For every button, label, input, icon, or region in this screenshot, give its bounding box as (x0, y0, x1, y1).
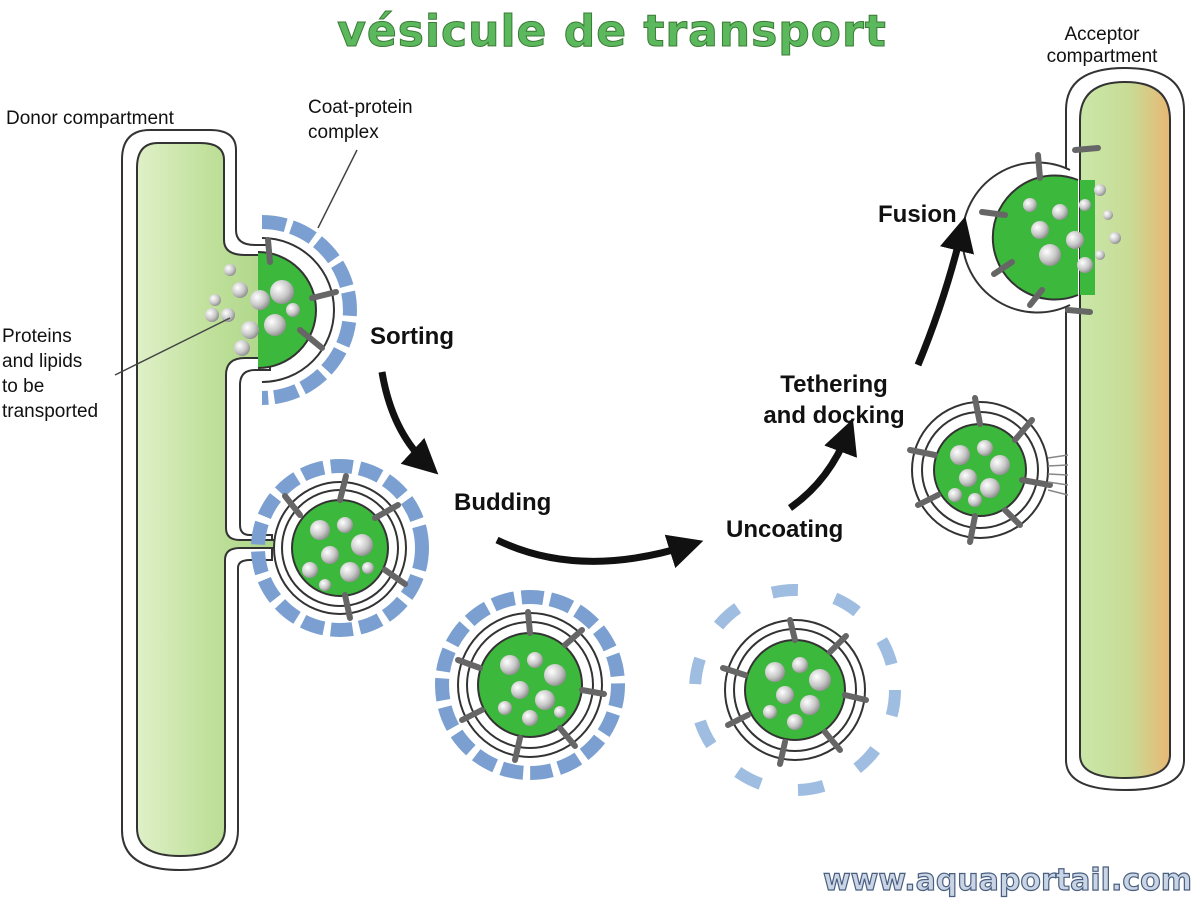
stage-tethering-line1: Tethering (780, 371, 888, 398)
acceptor-label-line2: compartment (1047, 46, 1159, 67)
acceptor-compartment (1065, 66, 1185, 792)
proteins-label-line4: transported (2, 401, 98, 422)
pointer-proteins-lipids (114, 317, 231, 376)
donor-compartment (121, 129, 286, 872)
arrow-tethering-to-fusion (914, 216, 975, 367)
proteins-label-line2: and lipids (2, 351, 82, 372)
stage-budding: Budding (454, 489, 551, 516)
arrow-budding-to-uncoating (495, 534, 704, 569)
docking-vesicle (907, 395, 1069, 545)
uncoating-vesicle (689, 584, 901, 796)
proteins-label-line3: to be (2, 376, 44, 397)
arrow-sorting-to-budding (378, 371, 439, 475)
stage-sorting: Sorting (370, 323, 454, 350)
stage-fusion: Fusion (878, 201, 957, 228)
stage-uncoating: Uncoating (726, 516, 843, 543)
coat-protein-label-line1: Coat-protein (308, 97, 413, 118)
acceptor-label-line1: Acceptor (1065, 24, 1141, 45)
budding-vesicle-attached (251, 459, 429, 637)
fusing-vesicle (961, 145, 1121, 315)
pointer-coat-protein (317, 149, 358, 229)
proteins-label-line1: Proteins (2, 326, 72, 347)
coat-protein-label-line2: complex (308, 122, 379, 143)
process-arrows (378, 216, 975, 569)
stage-tethering-line2: and docking (763, 402, 904, 429)
coated-vesicle (435, 590, 625, 780)
sorting-bud (205, 215, 357, 405)
arrow-uncoating-to-tethering (787, 418, 858, 511)
watermark: www.aquaportail.com (823, 863, 1192, 898)
donor-compartment-label: Donor compartment (6, 108, 175, 129)
diagram-title: vésicule de transport (337, 6, 887, 57)
